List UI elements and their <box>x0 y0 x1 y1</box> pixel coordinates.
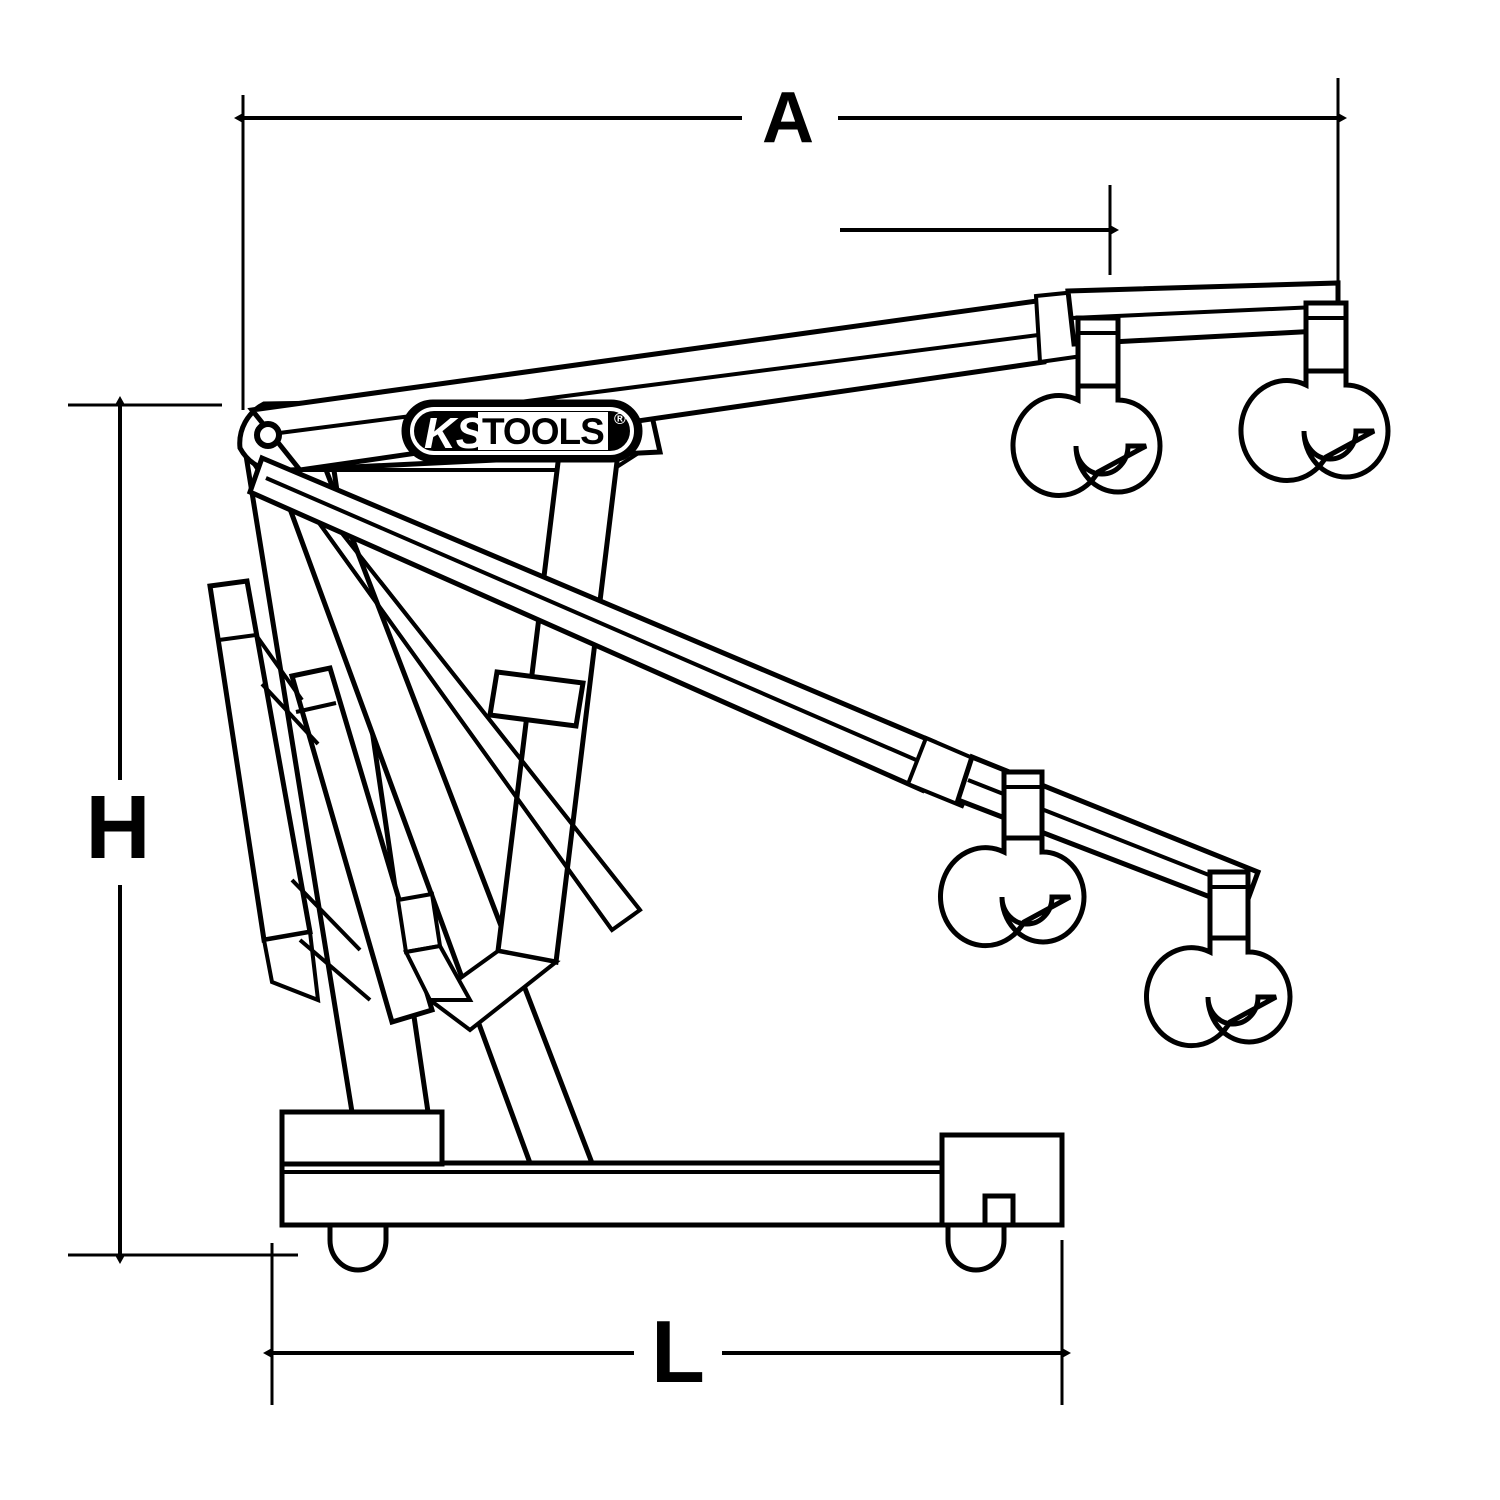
base-riser-block <box>279 1109 445 1167</box>
logo-badge-inner-outline <box>410 407 634 455</box>
crane-assembly <box>207 280 1391 1273</box>
ks-tools-logo: KS TOOLS ® <box>401 399 643 463</box>
hook-lowered-outer <box>1143 869 1293 1049</box>
base-beam <box>279 1160 1065 1228</box>
hook-raised-inner <box>1010 315 1163 498</box>
dimension-l: L <box>263 1302 1071 1401</box>
logo-text-ks: KS <box>424 409 485 458</box>
hook-lowered-inner <box>937 769 1087 949</box>
logo-text-tools: TOOLS <box>482 411 604 452</box>
lower-link-detail <box>395 891 474 1002</box>
secondary-lever <box>288 665 436 1026</box>
end-block <box>939 1132 1065 1228</box>
dimension-h: H <box>86 396 151 1264</box>
dimension-a-label: A <box>762 78 814 158</box>
lever-strut <box>254 633 372 1002</box>
hook-raised-outer <box>1238 300 1391 483</box>
pivot-hole-icon <box>254 421 282 449</box>
logo-text-plate <box>478 412 608 450</box>
dimension-l-label: L <box>651 1302 705 1401</box>
dimension-a: A <box>234 78 1347 158</box>
logo-trademark-symbol: ® <box>614 411 626 428</box>
caster-rear <box>945 1222 1007 1273</box>
caster-front <box>327 1222 389 1273</box>
dimension-h-label: H <box>86 778 151 878</box>
